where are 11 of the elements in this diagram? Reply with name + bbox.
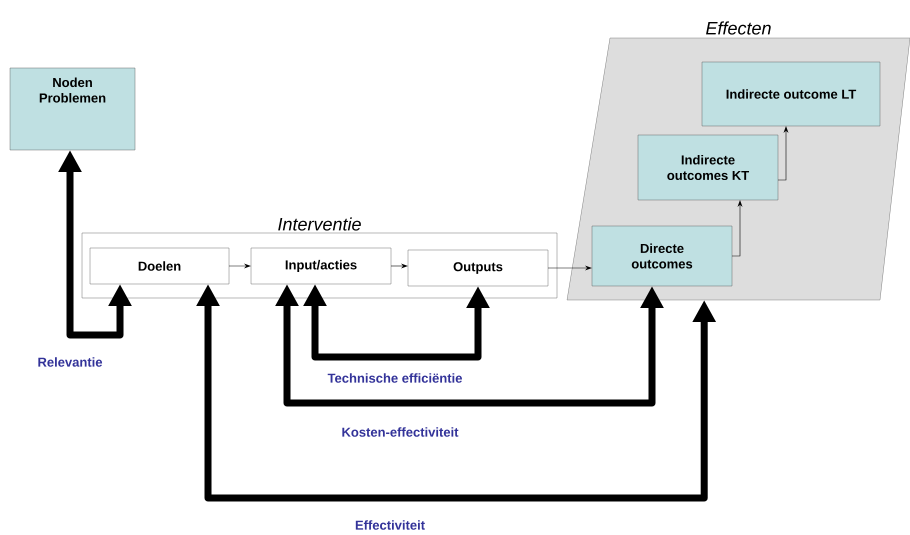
process-box: Outputs (408, 250, 548, 286)
outcome-box: Indirecte outcomes KT (638, 134, 778, 200)
outcome-box: Directe outcomes (592, 226, 732, 286)
edge-label: Effectiviteit (354, 519, 426, 531)
edge-label: Relevantie (36, 356, 104, 368)
process-box: Doelen (90, 248, 230, 284)
outcome-box: Indirecte outcome LT (702, 62, 880, 126)
edge-label: Technische efficiëntie (326, 372, 464, 384)
edge-label: Kosten-effectiviteit (340, 426, 460, 438)
outcome-box: Noden Problemen (10, 68, 136, 150)
process-box: Input/acties (250, 248, 392, 284)
